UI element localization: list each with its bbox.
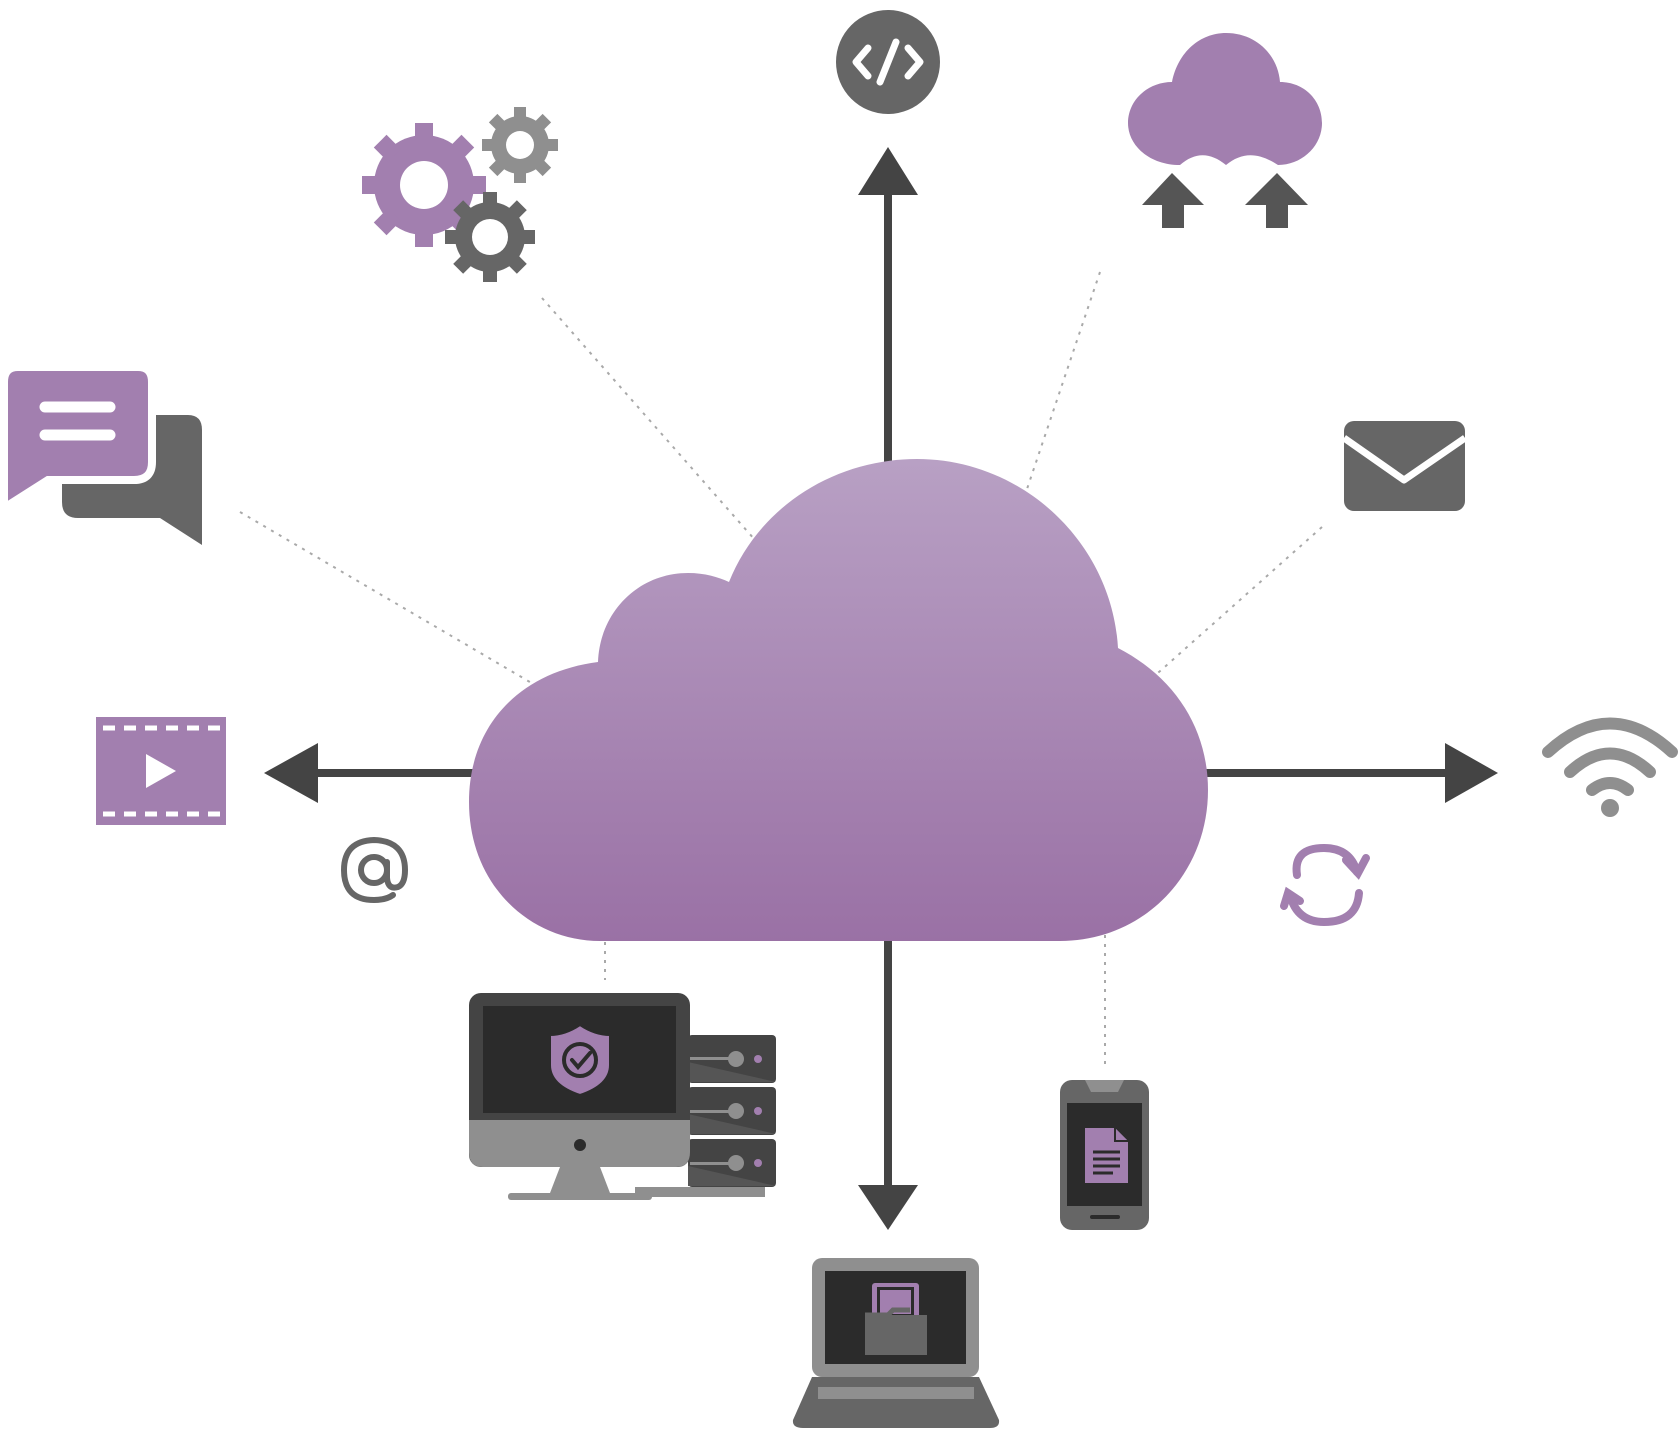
laptop-icon: [792, 1258, 1000, 1428]
arrows: [264, 147, 1498, 1230]
connector-mail: [1149, 526, 1323, 681]
at-sign-icon: [340, 836, 409, 904]
sync-icon: [1280, 843, 1370, 927]
smartphone-icon: [1060, 1080, 1149, 1230]
arrow-up-head: [858, 147, 918, 195]
cloud-upload-icon: [1128, 33, 1322, 228]
video-icon: [96, 717, 226, 825]
connector-chat: [239, 511, 536, 686]
code-icon: [836, 10, 940, 114]
cloud-icon: [469, 459, 1208, 941]
gears-icon: [362, 107, 558, 282]
arrow-down-head: [858, 1185, 918, 1230]
arrow-left-head: [264, 743, 318, 803]
chat-icon: [0, 363, 202, 545]
connector-cloud-upload: [1024, 271, 1101, 496]
mail-icon: [1341, 421, 1467, 511]
connector-gears: [541, 297, 756, 541]
connector-lines: [239, 271, 1323, 1065]
wifi-icon: [1542, 717, 1678, 817]
desktop-server-icon: [469, 993, 776, 1200]
arrow-right-head: [1445, 743, 1498, 803]
